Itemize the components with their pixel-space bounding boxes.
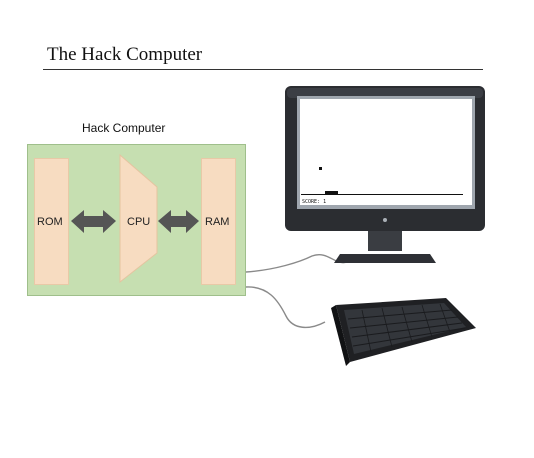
- cpu-ram-arrow: [158, 210, 199, 233]
- ram-label: RAM: [205, 216, 230, 228]
- monitor-cable: [245, 254, 348, 273]
- title-divider: [43, 69, 483, 70]
- screen-score-text: SCORE: 1: [302, 199, 326, 205]
- page-title: The Hack Computer: [47, 44, 203, 65]
- cpu-label: CPU: [127, 216, 151, 228]
- monitor-icon: SCORE: 1: [285, 86, 485, 263]
- ram-block: [201, 158, 236, 285]
- rom-cpu-arrow: [71, 210, 116, 233]
- hack-computer-label: Hack Computer: [82, 121, 166, 135]
- cpu-block: [119, 153, 158, 284]
- keyboard-icon: [331, 298, 476, 366]
- rom-label: ROM: [37, 216, 63, 228]
- rom-block: [34, 158, 69, 285]
- keyboard-cable: [245, 286, 326, 329]
